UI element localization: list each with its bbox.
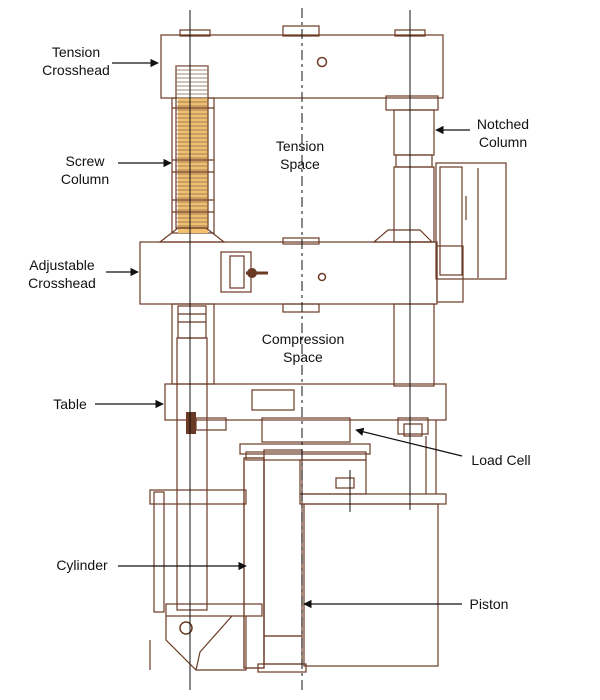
adjustable-top-cap [282,237,320,245]
label-tension-space-2: Space [280,156,320,172]
notched-column-top [393,109,435,156]
left-top-cap [179,29,211,37]
top-cap [282,25,320,37]
screw-thread [176,66,208,228]
lock-inner [229,255,245,289]
table-plate [251,389,295,411]
label-adjustable-crosshead-1: Adjustable [29,257,95,273]
lower-bracket-left [165,616,247,671]
piston [263,449,303,637]
crosshead-bolt [316,56,328,68]
label-tension-space-1: Tension [276,138,324,154]
adjustable-bolt [317,272,327,282]
lock-knob [247,268,257,278]
label-compression-space-2: Space [283,349,323,365]
table-clamp-nut [195,417,227,431]
lower-bracket-bolt [335,477,355,489]
lower-bolt [179,621,193,635]
notched-column-notch [395,154,433,168]
label-notched-column-2: Column [479,134,527,150]
label-adjustable-crosshead-2: Crosshead [28,275,96,291]
notched-column-lower [393,303,435,387]
label-screw-column-1: Screw [66,153,106,169]
cylinder-rod [176,337,208,611]
piston-base [263,635,303,665]
notched-column-upper [393,166,435,243]
load-cell [261,417,351,443]
lower-left-post [153,491,165,613]
table [164,383,447,421]
lower-frame-box [303,503,439,667]
lower-left-crossbar [149,489,247,505]
label-load-cell: Load Cell [471,452,530,468]
label-cylinder: Cylinder [56,557,108,573]
lower-bracket [299,459,367,495]
right-column-base [372,229,434,243]
label-table: Table [53,396,87,412]
label-tension-crosshead-1: Tension [52,44,100,60]
right-table-nut-inner [403,423,423,437]
label-compression-space-1: Compression [262,331,344,347]
motor-box [435,162,507,280]
arrow-load-cell [355,427,463,457]
lower-frame-top [299,493,447,505]
lower-crossbar [165,603,263,617]
label-notched-column-1: Notched [477,116,529,132]
label-tension-crosshead-2: Crosshead [42,62,110,78]
motor-box-inner [439,166,463,276]
cylinder-bottom [257,663,307,673]
adjustable-bottom-cap [282,303,320,313]
cylinder-outline [243,457,265,669]
cylinder-wall [243,457,265,669]
label-screw-column-2: Column [61,171,109,187]
load-cell-plate [239,443,371,455]
right-table-nut [397,417,429,435]
adjustable-crosshead [139,241,438,305]
table-clamp [186,412,196,434]
lower-strut [195,615,233,671]
adjustable-crosshead-end [436,245,464,303]
label-piston: Piston [470,596,509,612]
